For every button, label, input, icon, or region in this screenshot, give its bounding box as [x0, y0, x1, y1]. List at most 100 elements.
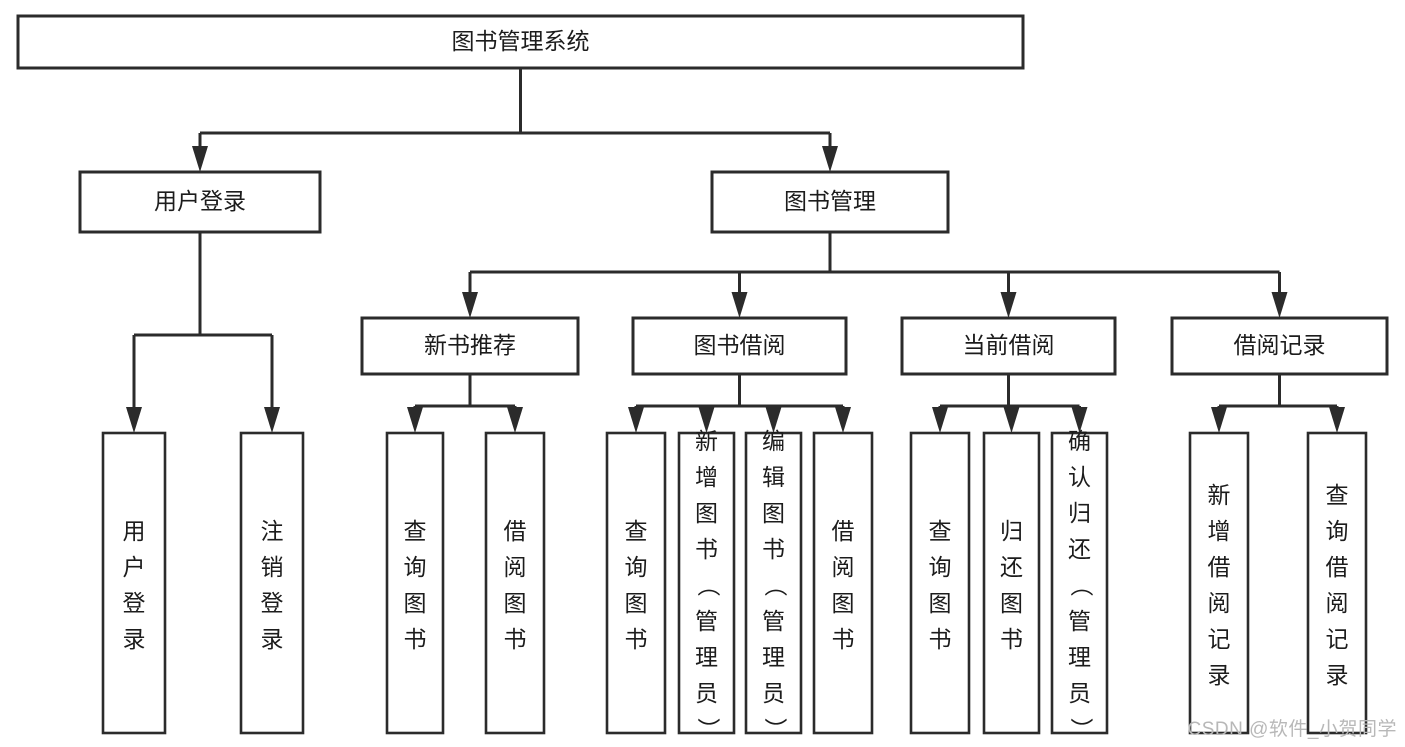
grp-3-drop-1-arrowhead: [1329, 407, 1345, 433]
bookmgmt-drop-1-arrowhead: [731, 292, 748, 318]
node-leaf-rect-8[interactable]: [909, 431, 971, 735]
node-root-rect[interactable]: [16, 14, 1025, 70]
svg-text:录: 录: [261, 626, 284, 652]
node-l2-rect-0[interactable]: [78, 170, 322, 234]
svg-text:录: 录: [1208, 662, 1231, 688]
svg-text:新: 新: [695, 428, 718, 454]
svg-text:管: 管: [1068, 608, 1091, 634]
node-leaf-rect-10[interactable]: [1050, 431, 1109, 735]
svg-text:增: 增: [1208, 518, 1231, 544]
svg-text:记: 记: [1208, 626, 1231, 652]
svg-text:理: 理: [1068, 644, 1091, 670]
node-l2-rect-1[interactable]: [710, 170, 950, 234]
node-l3-rect-3[interactable]: [1170, 316, 1389, 376]
node-root-label: 图书管理系统: [452, 28, 590, 54]
svg-text:员: 员: [762, 680, 785, 706]
userlogin-drop-1-arrowhead: [264, 407, 280, 433]
grp-1-drop-1-arrowhead: [698, 407, 715, 433]
svg-text:确: 确: [1068, 428, 1091, 454]
bookmgmt-drop-0-arrowhead: [462, 292, 478, 318]
root-drop-1-arrowhead: [822, 146, 838, 172]
svg-text:认: 认: [1068, 464, 1091, 490]
grp-2-drop-0-arrowhead: [932, 407, 948, 433]
svg-text:查: 查: [1326, 482, 1349, 508]
node-leaf-rect-0[interactable]: [101, 431, 167, 735]
svg-text:查: 查: [625, 518, 648, 544]
svg-text:借: 借: [832, 518, 855, 544]
node-l3-rect-0[interactable]: [360, 316, 580, 376]
node-l3-rect-1[interactable]: [631, 316, 848, 376]
svg-text:书: 书: [504, 626, 527, 652]
svg-text:阅: 阅: [1326, 590, 1349, 616]
node-leaf-rect-1[interactable]: [239, 431, 305, 735]
svg-text:查: 查: [404, 518, 427, 544]
bookmgmt-drop-3-arrowhead: [1271, 292, 1288, 318]
svg-text:询: 询: [404, 554, 427, 580]
svg-text:书: 书: [404, 626, 427, 652]
grp-2-drop-2-arrowhead: [1071, 407, 1088, 433]
svg-text:登: 登: [261, 590, 284, 616]
svg-text:图: 图: [762, 500, 785, 526]
svg-text:图: 图: [404, 590, 427, 616]
node-leaf-rect-9[interactable]: [982, 431, 1041, 735]
svg-text:书: 书: [929, 626, 952, 652]
svg-text:阅: 阅: [832, 554, 855, 580]
grp-3-drop-0-arrowhead: [1211, 407, 1227, 433]
svg-text:阅: 阅: [504, 554, 527, 580]
node-leaf-label-0: 用户登录: [123, 518, 146, 652]
svg-text:（: （: [696, 574, 722, 597]
node-leaf-rect-6[interactable]: [744, 431, 803, 735]
svg-text:登: 登: [123, 590, 146, 616]
node-l2-label-0: 用户登录: [154, 188, 246, 214]
svg-text:书: 书: [1000, 626, 1023, 652]
svg-text:理: 理: [695, 644, 718, 670]
node-layer: 图书管理系统用户登录图书管理新书推荐图书借阅当前借阅借阅记录用户登录注销登录查询…: [16, 14, 1389, 741]
svg-text:员: 员: [695, 680, 718, 706]
node-l3-rect-2[interactable]: [900, 316, 1117, 376]
svg-text:理: 理: [762, 644, 785, 670]
node-leaf-rect-5[interactable]: [677, 431, 736, 735]
svg-text:借: 借: [1208, 554, 1231, 580]
svg-text:还: 还: [1068, 536, 1091, 562]
root-drop-0-arrowhead: [192, 146, 208, 172]
svg-text:录: 录: [123, 626, 146, 652]
node-leaf-rect-12[interactable]: [1306, 431, 1368, 735]
connector-layer: [126, 68, 1345, 433]
svg-text:户: 户: [123, 554, 146, 580]
svg-text:归: 归: [1000, 518, 1023, 544]
node-leaf-rect-3[interactable]: [484, 431, 546, 735]
grp-0-drop-1-arrowhead: [507, 407, 523, 433]
svg-text:用: 用: [123, 518, 146, 544]
node-leaf-rect-11[interactable]: [1188, 431, 1250, 735]
node-leaf-rect-7[interactable]: [812, 431, 874, 735]
node-leaf-rect-4[interactable]: [605, 431, 667, 735]
svg-text:询: 询: [1326, 518, 1349, 544]
grp-0-drop-0-arrowhead: [407, 407, 423, 433]
svg-text:）: ）: [763, 718, 789, 741]
svg-text:新: 新: [1208, 482, 1231, 508]
svg-text:书: 书: [695, 536, 718, 562]
grp-1-drop-2-arrowhead: [765, 407, 782, 433]
grp-1-drop-0-arrowhead: [628, 407, 644, 433]
svg-text:借: 借: [1326, 554, 1349, 580]
node-leaf-rect-2[interactable]: [385, 431, 445, 735]
grp-2-drop-1-arrowhead: [1003, 407, 1020, 433]
grp-1-drop-3-arrowhead: [835, 407, 851, 433]
svg-text:）: ）: [1069, 718, 1095, 741]
svg-text:书: 书: [832, 626, 855, 652]
svg-text:还: 还: [1000, 554, 1023, 580]
svg-text:）: ）: [696, 718, 722, 741]
svg-text:询: 询: [625, 554, 648, 580]
svg-text:管: 管: [695, 608, 718, 634]
svg-text:（: （: [763, 574, 789, 597]
